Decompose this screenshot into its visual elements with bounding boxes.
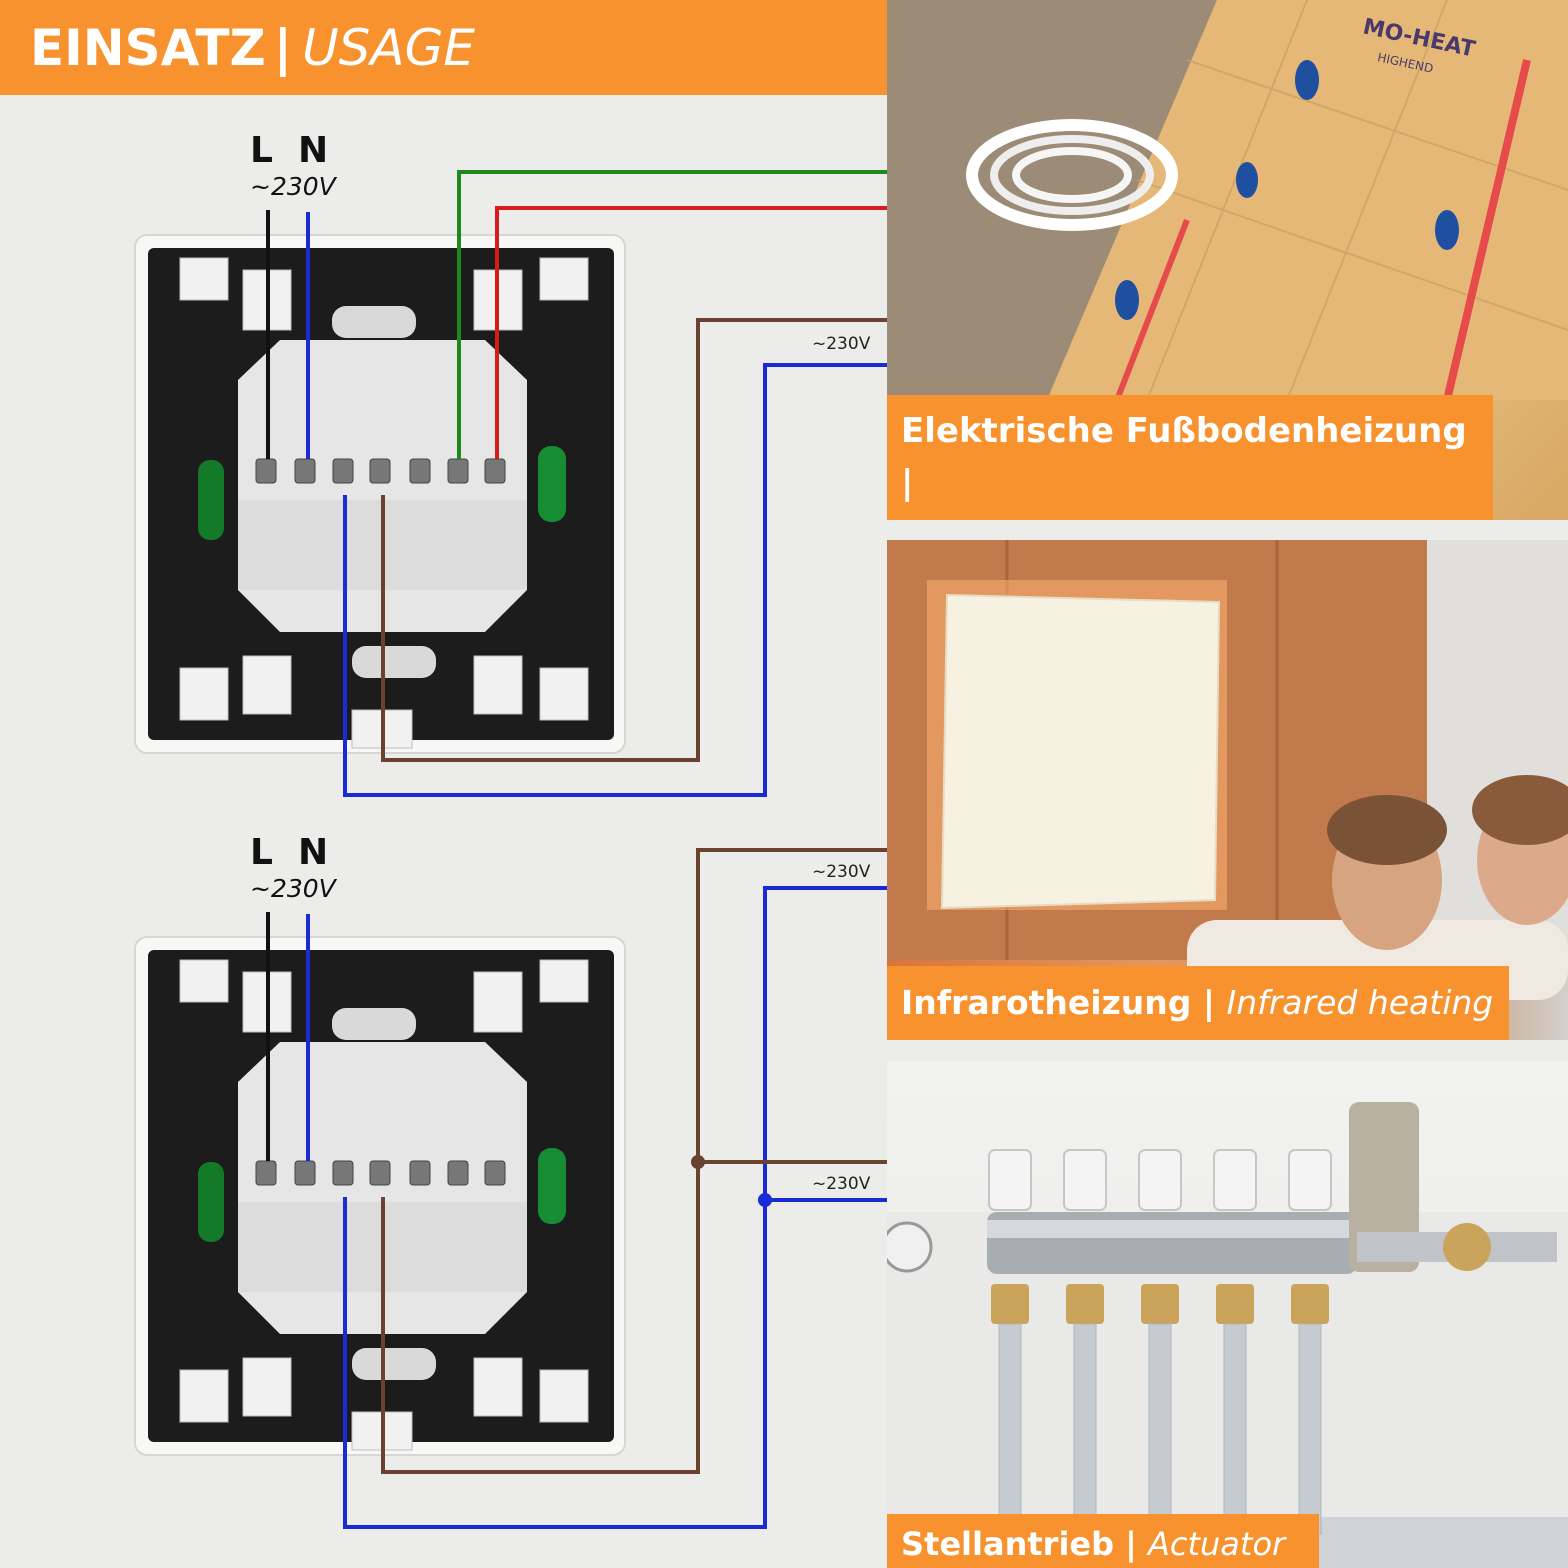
header-banner: EINSATZ|USAGE <box>0 0 887 95</box>
n-label-top: N <box>298 130 329 171</box>
infrared-caption-sep: | <box>1202 983 1215 1022</box>
actuator-panel: Stellantrieb | Actuator <box>887 1062 1568 1568</box>
actuator-caption-sep: | <box>1125 1525 1137 1563</box>
l-label-top: L <box>250 130 273 171</box>
underfloor-caption-en: Electric underfloor heating <box>901 509 1479 520</box>
n-label-bottom: N <box>298 832 329 873</box>
output-voltage-bottom-2: ~230V <box>812 1174 871 1194</box>
underfloor-photo <box>887 0 1568 402</box>
manifold-photo <box>887 1102 1568 1568</box>
infrared-photo <box>887 540 1568 1000</box>
header-title: EINSATZ|USAGE <box>30 18 475 77</box>
underfloor-caption-de: Elektrische Fußbodenheizung | <box>901 411 1467 503</box>
actuator-caption: Stellantrieb | Actuator <box>887 1514 1319 1568</box>
voltage-label-bottom: ~230V <box>250 874 336 903</box>
actuator-caption-en: Actuator <box>1147 1525 1286 1563</box>
thermostat-bottom <box>134 936 626 1456</box>
infrared-caption: Infrarotheizung | Infrared heating <box>887 966 1509 1040</box>
wires-bottom <box>266 848 887 1529</box>
infrared-heating-panel: Infrarotheizung | Infrared heating <box>887 540 1568 1040</box>
output-voltage-bottom-1: ~230V <box>812 862 871 882</box>
infrared-caption-en: Infrared heating <box>1226 983 1494 1022</box>
blue-junction <box>758 1193 772 1207</box>
underfloor-caption: Elektrische Fußbodenheizung | Electric u… <box>887 395 1493 520</box>
wires-top <box>266 170 887 797</box>
wiring-diagram <box>134 170 887 1529</box>
l-label-bottom: L <box>250 832 273 873</box>
output-voltage-top: ~230V <box>812 334 871 354</box>
infrared-caption-de: Infrarotheizung <box>901 983 1192 1022</box>
brown-junction <box>691 1155 705 1169</box>
voltage-label-top: ~230V <box>250 172 336 201</box>
thermostat-top <box>134 234 626 754</box>
underfloor-heating-panel: MO-HEAT HIGHEND Elektrische Fußbodenheiz… <box>887 0 1568 520</box>
actuator-caption-de: Stellantrieb <box>901 1525 1115 1563</box>
